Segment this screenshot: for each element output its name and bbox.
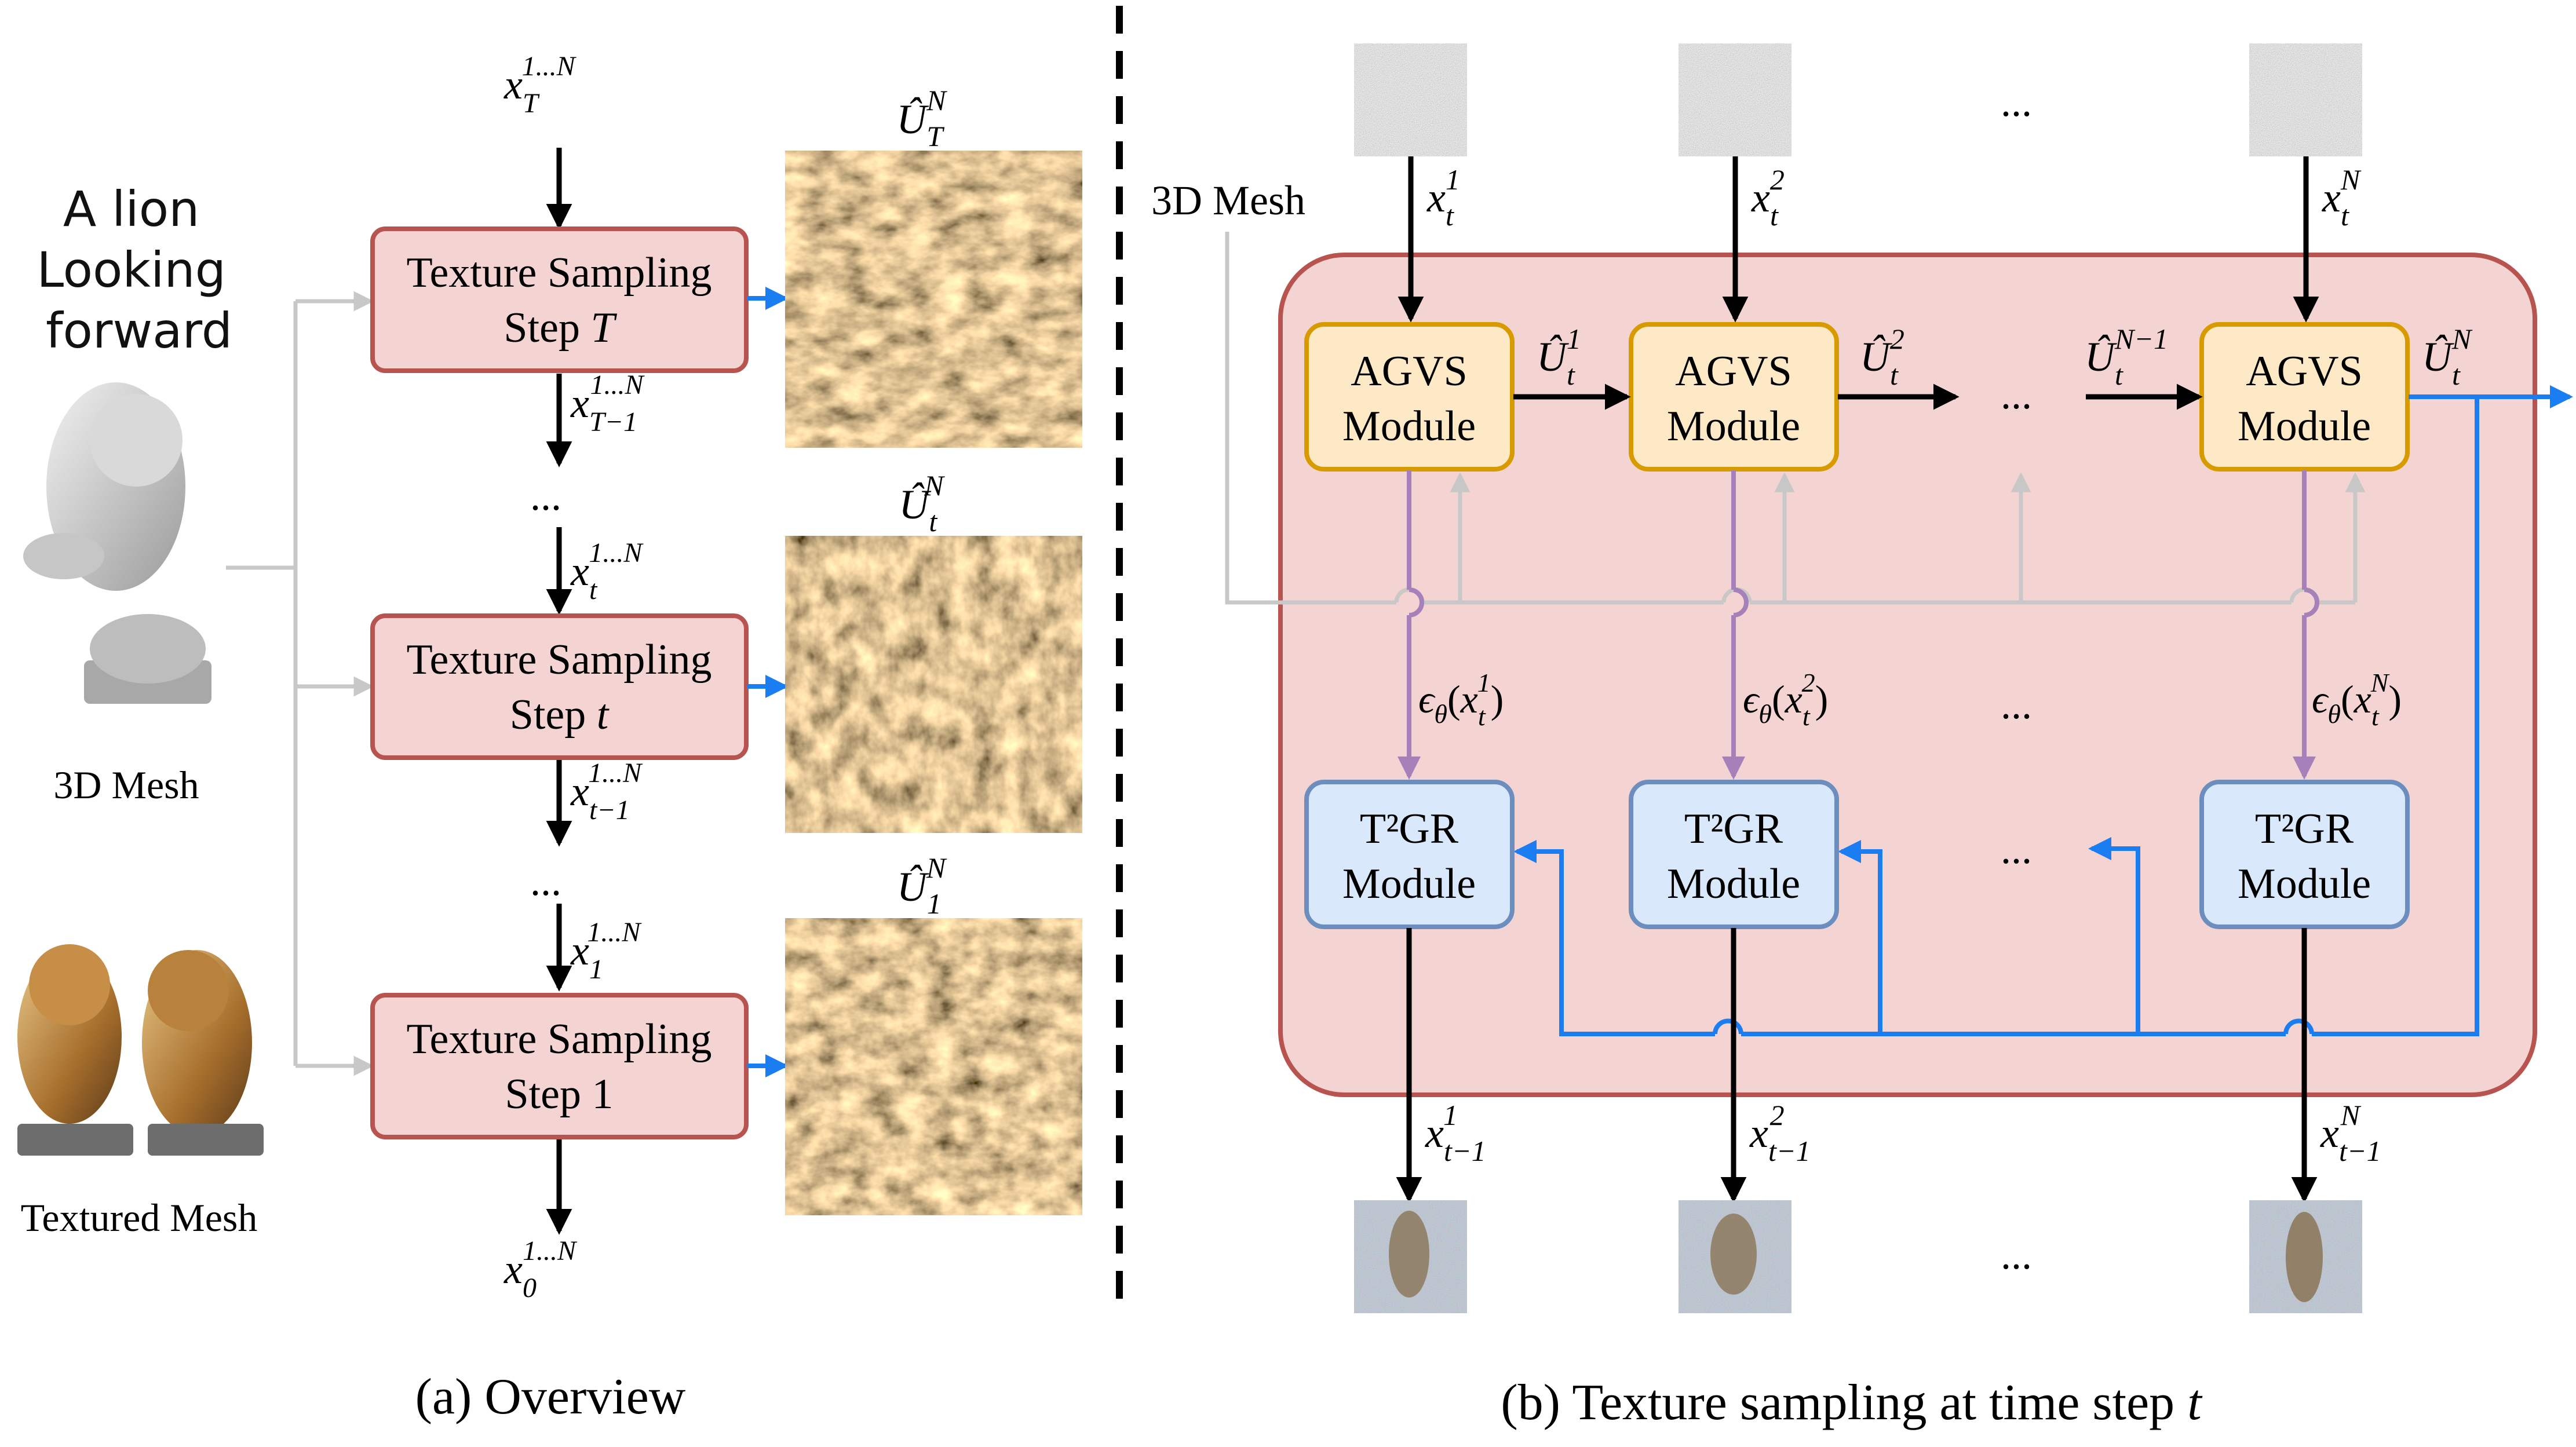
eps-label-2: ϵθ(xt2) — [1743, 668, 1828, 731]
sampling-box-1: Texture Sampling Step 1 — [370, 993, 749, 1139]
u-hat-N-1: ÛtN−1 — [2085, 323, 2168, 391]
t2gr-1-line2: Module — [1342, 860, 1476, 908]
sampling-box-t-line2: Step t — [510, 691, 610, 739]
sampling-box-T-line2: Step T — [503, 304, 617, 352]
mesh-gray-connectors — [1225, 232, 2366, 605]
t2gr-1-line1: T²GR — [1360, 805, 1459, 853]
u-label-t: ÛtN — [899, 469, 945, 538]
x-label-after-T: xT−11...N — [570, 370, 645, 437]
sampling-box-t: Texture Sampling Step t — [370, 613, 749, 760]
u-hat-2: Ût2 — [1860, 323, 1904, 391]
u-label-1: Û1N — [897, 852, 947, 920]
u-hat-N: ÛtN — [2422, 323, 2473, 391]
output-image-1 — [1354, 1200, 1467, 1313]
eps-label-1: ϵθ(xt1) — [1418, 668, 1504, 731]
eps-arrows — [1398, 470, 2319, 780]
prompt-line-2: Looking — [37, 242, 226, 298]
texture-image-1 — [785, 918, 1082, 1215]
sampling-panel: ... 3D Mesh xt1 xt2 — [1151, 43, 2573, 1431]
x-label-bottom: x01...N — [503, 1236, 578, 1303]
caption-overview: (a) Overview — [415, 1369, 686, 1425]
agvs-1-line1: AGVS — [1351, 348, 1467, 395]
agvs-2-line2: Module — [1667, 403, 1800, 450]
agvs-module-1: AGVS Module — [1304, 322, 1515, 472]
agvs-N-line2: Module — [2238, 403, 2371, 450]
t2gr-N-line2: Module — [2238, 860, 2371, 908]
ellipsis-2: ... — [530, 858, 561, 904]
ellipsis-top: ... — [2001, 79, 2032, 125]
t2gr-module-2: T²GR Module — [1629, 780, 1839, 929]
ellipsis-bottom: ... — [2001, 1232, 2032, 1278]
sampling-box-T: Texture Sampling Step T — [370, 226, 749, 373]
x-out-N: xt−1N — [2320, 1099, 2381, 1167]
sampling-mesh-label: 3D Mesh — [1151, 177, 1305, 224]
noise-input-N — [2249, 43, 2362, 156]
ellipsis-agvs: ... — [2001, 371, 2032, 418]
x-in-1: xt1 — [1426, 163, 1460, 232]
overview-gray-connectors — [226, 291, 374, 1076]
x-label-before-t: xt1...N — [570, 538, 644, 605]
blue-feedback-lines — [1513, 385, 2573, 1036]
x-in-2: xt2 — [1751, 163, 1785, 232]
t2gr-module-1: T²GR Module — [1304, 780, 1515, 929]
x-label-after-t: xt−11...N — [570, 758, 643, 825]
sampling-box-T-line1: Texture Sampling — [406, 249, 711, 297]
ellipsis-1: ... — [530, 473, 561, 519]
x-in-N: xtN — [2322, 163, 2362, 232]
noise-input-2 — [1679, 43, 1791, 156]
texture-image-t — [785, 536, 1082, 833]
caption-sampling: (b) Texture sampling at time step t — [1501, 1375, 2203, 1431]
x-label-top: xT1...N — [503, 51, 577, 119]
output-image-N — [2249, 1200, 2362, 1313]
u-hat-1: Ût1 — [1537, 323, 1581, 391]
agvs-2-line1: AGVS — [1675, 348, 1791, 395]
t2gr-2-line2: Module — [1667, 860, 1800, 908]
noise-input-1 — [1354, 43, 1467, 156]
t2gr-2-line1: T²GR — [1684, 805, 1783, 853]
textured-lion-image — [17, 944, 264, 1156]
prompt-line-3: forward — [46, 302, 232, 359]
eps-label-N: ϵθ(xtN) — [2312, 668, 2402, 731]
x-out-2: xt−12 — [1749, 1099, 1811, 1167]
mesh-label: 3D Mesh — [53, 763, 199, 807]
mesh-lion-image — [23, 382, 211, 704]
sampling-box-t-line1: Texture Sampling — [406, 636, 711, 684]
agvs-module-N: AGVS Module — [2199, 322, 2410, 472]
prompt-line-1: A lion — [63, 181, 199, 237]
overview-blue-arrows — [747, 287, 789, 1077]
texture-image-T — [785, 151, 1082, 448]
sampling-box-1-line1: Texture Sampling — [406, 1015, 711, 1063]
x-out-1: xt−11 — [1425, 1099, 1484, 1167]
agvs-N-line1: AGVS — [2246, 348, 2362, 395]
t2gr-N-line1: T²GR — [2255, 805, 2354, 853]
sampling-box-1-line2: Step 1 — [505, 1070, 613, 1118]
output-arrows — [1396, 928, 2318, 1203]
ellipsis-t2gr: ... — [2001, 826, 2032, 872]
overview-panel: A lion Looking forward 3D Mesh Textured … — [17, 51, 1082, 1425]
agvs-1-line2: Module — [1342, 403, 1476, 450]
output-image-2 — [1679, 1200, 1791, 1313]
text-prompt: A lion Looking forward — [37, 181, 241, 359]
ellipsis-eps: ... — [2001, 681, 2032, 728]
textured-label: Textured Mesh — [21, 1196, 258, 1240]
x-label-before-1: x11...N — [570, 917, 642, 985]
u-label-T: ÛTN — [896, 84, 947, 152]
input-arrows — [1398, 156, 2319, 323]
t2gr-module-N: T²GR Module — [2199, 780, 2410, 929]
agvs-module-2: AGVS Module — [1629, 322, 1839, 472]
